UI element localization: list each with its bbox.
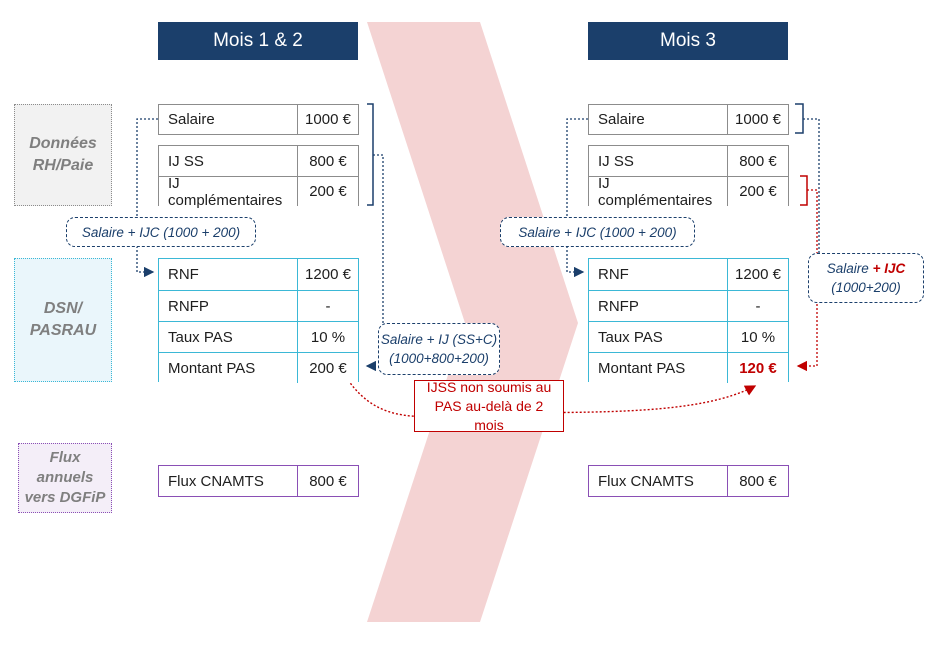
right-cnamts-row: Flux CNAMTS 800 € — [588, 465, 789, 497]
left-montant-label: Montant PAS — [168, 359, 256, 377]
left-dsn-table: RNF 1200 € RNFP - Taux PAS 10 % Montant … — [158, 258, 359, 383]
right-taux-value: 10 % — [727, 322, 788, 352]
left-rnf-label: RNF — [168, 266, 199, 283]
right-salaire-row: Salaire 1000 € — [588, 104, 789, 135]
right-ijss-label: IJ SS — [598, 152, 634, 170]
left-ijss-value: 800 € — [297, 146, 358, 176]
left-salaire-row: Salaire 1000 € — [158, 104, 359, 135]
right-ijc-label: IJ complémentaires — [598, 174, 713, 209]
right-ij-group: IJ SS 800 € IJ complémentaires 200 € — [588, 145, 789, 209]
right-salaire-label: Salaire — [598, 111, 645, 128]
right-rnfp-value: - — [727, 291, 788, 321]
right-salaire-ijc-formula-callout: Salaire + IJC (1000+200) — [808, 253, 924, 303]
right-ijss-value: 800 € — [727, 146, 788, 176]
left-cnamts-value: 800 € — [297, 466, 358, 496]
left-ijc-label: IJ complémentaires — [168, 174, 283, 209]
right-cnamts-label: Flux CNAMTS — [598, 472, 694, 490]
right-rnf-label: RNF — [598, 266, 629, 283]
left-rnfp-value: - — [297, 291, 358, 321]
header-months-1-2: Mois 1 & 2 — [158, 22, 358, 60]
left-rnfp-label: RNFP — [168, 297, 209, 315]
left-cnamts-row: Flux CNAMTS 800 € — [158, 465, 359, 497]
right-montant-value: 120 € — [727, 353, 788, 383]
left-salaire-ijc-callout: Salaire + IJC (1000 + 200) — [66, 217, 256, 247]
left-ijc-value: 200 € — [297, 177, 358, 206]
left-ij-group: IJ SS 800 € IJ complémentaires 200 € — [158, 145, 359, 209]
left-ijss-label: IJ SS — [168, 152, 204, 170]
left-montant-value: 200 € — [297, 353, 358, 383]
salaire-ij-line2: (1000+800+200) — [389, 351, 489, 366]
left-cnamts-label: Flux CNAMTS — [168, 472, 264, 490]
right-rnf-value: 1200 € — [727, 259, 788, 290]
right-cnamts-value: 800 € — [727, 466, 788, 496]
right-ijc-prefix: Salaire — [826, 261, 873, 276]
category-rh-paie: Données RH/Paie — [14, 104, 112, 206]
category-flux-dgfip: Flux annuels vers DGFiP — [18, 443, 112, 513]
left-taux-value: 10 % — [297, 322, 358, 352]
salaire-ij-callout: Salaire + IJ (SS+C) (1000+800+200) — [378, 323, 500, 375]
left-salaire-value: 1000 € — [297, 105, 358, 134]
right-montant-label: Montant PAS — [598, 359, 686, 377]
header-month-3: Mois 3 — [588, 22, 788, 60]
right-salaire-ijc-callout: Salaire + IJC (1000 + 200) — [500, 217, 695, 247]
category-dsn-pasrau: DSN/ PASRAU — [14, 258, 112, 382]
right-ijc-value: 200 € — [727, 177, 788, 206]
right-ijc-formula-line1: Salaire + IJC — [827, 259, 905, 278]
right-rnfp-label: RNFP — [598, 297, 639, 315]
right-ijc-highlight: + IJC — [872, 261, 906, 276]
right-dsn-table: RNF 1200 € RNFP - Taux PAS 10 % Montant … — [588, 258, 789, 383]
right-taux-label: Taux PAS — [598, 328, 663, 346]
left-salaire-label: Salaire — [168, 111, 215, 128]
right-ijc-formula-line2: (1000+200) — [831, 280, 901, 295]
left-taux-label: Taux PAS — [168, 328, 233, 346]
left-rnf-value: 1200 € — [297, 259, 358, 290]
ijss-note-box: IJSS non soumis au PAS au-delà de 2 mois — [414, 379, 564, 433]
salaire-ij-line1: Salaire + IJ (SS+C) — [380, 332, 498, 347]
right-salaire-value: 1000 € — [727, 105, 788, 134]
